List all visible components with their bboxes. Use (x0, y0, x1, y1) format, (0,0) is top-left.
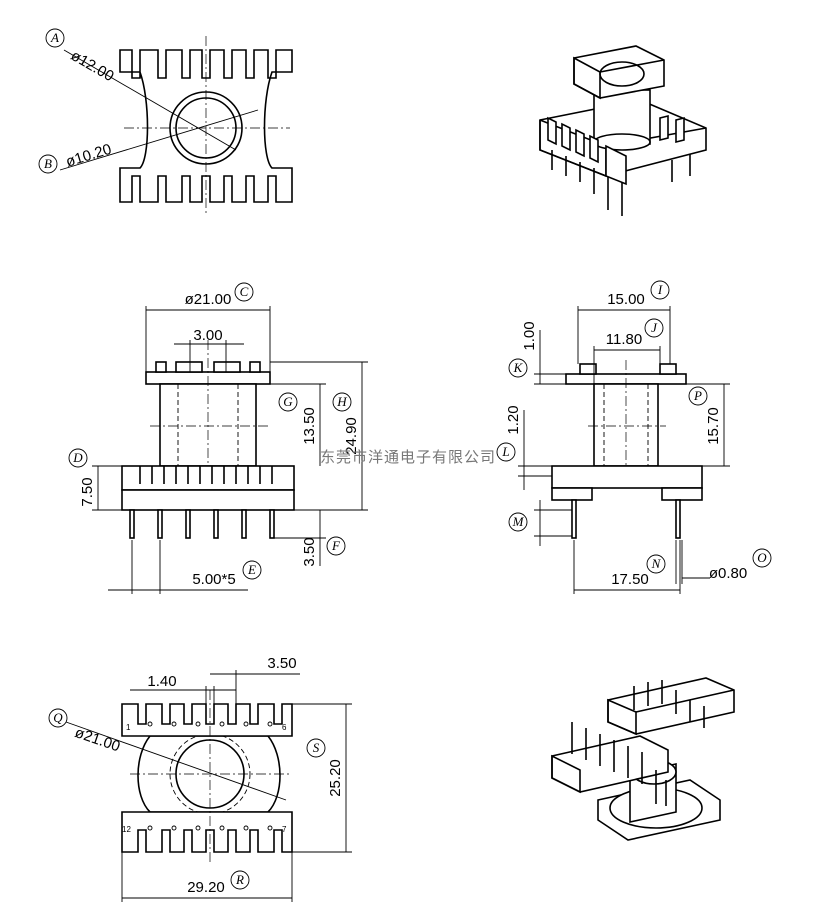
tag-r-text: R (235, 872, 244, 887)
dim-winding-height: 13.50 (301, 407, 318, 445)
top-view-outline (119, 49, 293, 203)
side-view: 15.00 I 11.80 J 1.00 K 1.20 L M 17.50 N (496, 280, 772, 594)
tag-b (38, 154, 58, 174)
dim-total-height: 24.90 (343, 417, 360, 455)
tag-s-text: S (313, 740, 320, 755)
dim-slot-width: 3.00 (193, 327, 222, 344)
dim-pin-span: 17.50 (611, 571, 649, 588)
pin-number-7: 7 (282, 825, 287, 834)
tag-q-text: Q (53, 710, 63, 725)
dim-base-dia: ø21.00 (73, 724, 123, 755)
top-view: A ø12.00 B ø10.20 (38, 28, 293, 214)
tag-k-text: K (513, 360, 524, 375)
tag-g (278, 392, 298, 412)
dim-inner-dia: ø10.20 (64, 141, 114, 171)
tag-l-text: L (501, 444, 509, 459)
dim-pin-dia: ø0.80 (709, 565, 747, 582)
tag-q (48, 708, 68, 728)
tag-n-text: N (651, 556, 662, 571)
pin-number-6: 6 (282, 723, 287, 732)
dim-base-height: 7.50 (79, 477, 96, 506)
pin-number-1: 1 (126, 723, 131, 732)
dim-body-height: 15.70 (705, 407, 722, 445)
tag-b-text: B (44, 156, 52, 171)
dim-a-callout: A ø12.00 (45, 28, 117, 85)
side-base (551, 465, 703, 489)
dim-pin-gap: 1.40 (147, 673, 176, 690)
dim-flange-dia: ø21.00 (185, 291, 232, 308)
tag-h (332, 392, 352, 412)
dim-pin-pitch: 5.00*5 (192, 571, 235, 588)
tag-n (646, 554, 666, 574)
tag-o (752, 548, 772, 568)
dim-outer-dia: ø12.00 (68, 47, 117, 85)
dim-pin-length: 3.50 (301, 537, 318, 566)
tag-c (234, 282, 254, 302)
tag-i (650, 280, 670, 300)
tag-m-text: M (512, 514, 525, 529)
tag-e-text: E (247, 562, 256, 577)
dim-inner-width: 11.80 (606, 331, 642, 348)
tag-g-text: G (283, 394, 293, 409)
company-watermark: 东莞市洋通电子有限公司 (320, 448, 496, 466)
tag-p (688, 386, 708, 406)
dim-b-callout: B ø10.20 (38, 141, 114, 174)
bottom-view: 1 6 12 7 1.40 3.50 ø21.00 Q 25.20 S 29.2… (48, 655, 352, 902)
dim-flange-thickness: 1.00 (521, 321, 538, 350)
tag-f-text: F (331, 538, 341, 553)
tag-c-text: C (240, 284, 249, 299)
tag-i-text: I (657, 282, 663, 297)
isometric-view-top (539, 45, 707, 216)
tag-d (68, 448, 88, 468)
dim-pin-spacing: 3.50 (267, 655, 296, 672)
tag-j (644, 318, 664, 338)
tag-l (496, 442, 516, 462)
tag-a-text: A (50, 30, 59, 45)
pin-number-12: 12 (122, 825, 131, 834)
tag-f (326, 536, 346, 556)
tag-a (45, 28, 65, 48)
dim-top-width: 15.00 (607, 291, 645, 308)
dim-base-thickness: 1.20 (505, 405, 522, 434)
tag-e (242, 560, 262, 580)
tag-m (508, 512, 528, 532)
tag-r (230, 870, 250, 890)
dim-width: 29.20 (187, 879, 225, 896)
isometric-view-bottom (551, 677, 735, 841)
tag-p-text: P (693, 388, 702, 403)
tag-s (306, 738, 326, 758)
tag-o-text: O (757, 550, 767, 565)
front-view: ø21.00 C 3.00 7.50 D 5.00*5 E 3.50 F 13.… (68, 282, 368, 594)
tag-j-text: J (651, 320, 658, 335)
base-block (121, 465, 295, 491)
dim-depth: 25.20 (327, 759, 344, 797)
tag-k (508, 358, 528, 378)
tag-h-text: H (336, 394, 347, 409)
tag-d-text: D (72, 450, 83, 465)
